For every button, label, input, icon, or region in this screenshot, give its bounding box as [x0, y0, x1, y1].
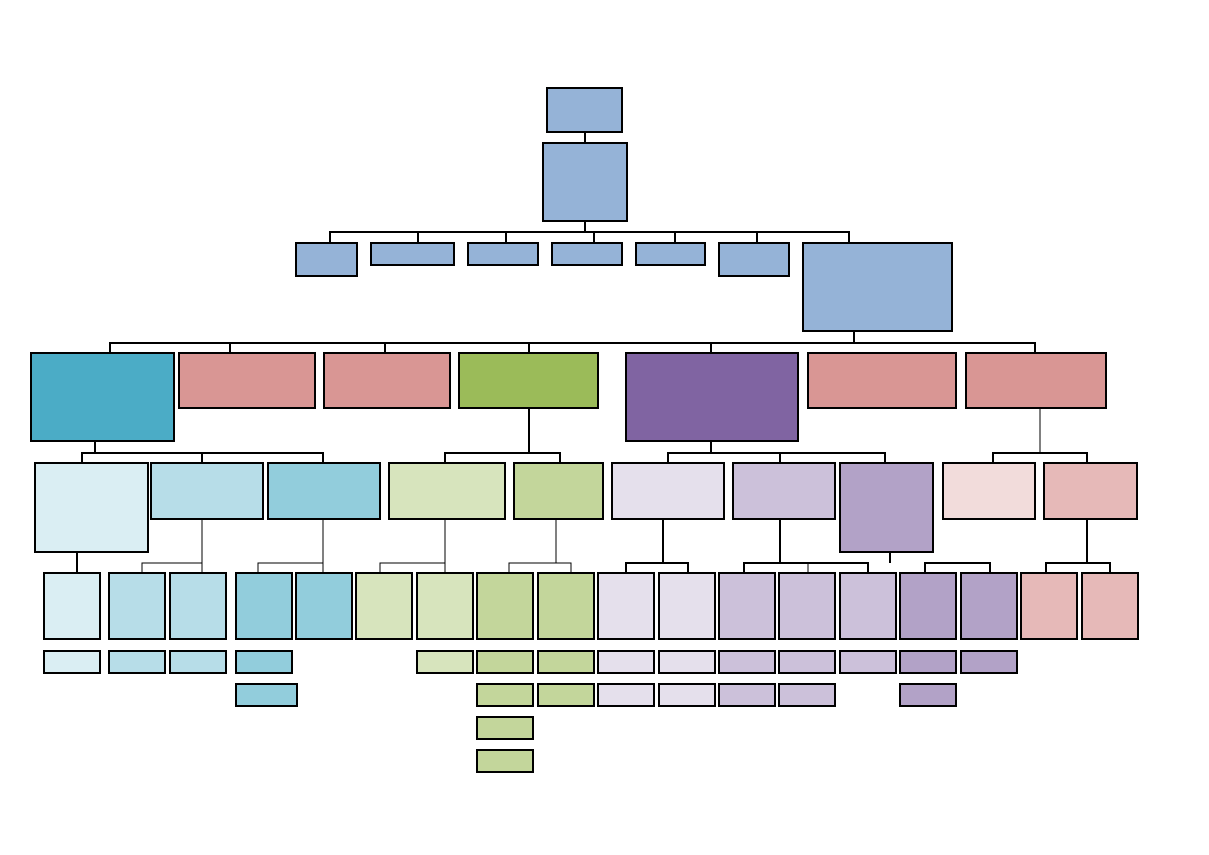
subdept-teal-box	[150, 462, 264, 520]
unit-box	[537, 683, 595, 707]
unit-box	[416, 650, 474, 674]
unit-box	[839, 650, 897, 674]
ceo-box	[546, 87, 623, 133]
connector-rose-bus	[992, 452, 1088, 463]
subdept-purple-box	[611, 462, 725, 520]
deputy-box	[542, 142, 628, 222]
team-box	[658, 572, 716, 640]
team-box	[169, 572, 227, 640]
team-box	[899, 572, 957, 640]
connector-l5-teal3-bus	[257, 562, 324, 573]
subdept-teal-box	[34, 462, 149, 553]
subdept-green-box	[388, 462, 506, 520]
team-box	[1081, 572, 1139, 640]
org-chart-connectors	[76, 132, 1111, 573]
staff-box	[551, 242, 623, 266]
department-green-box	[458, 352, 599, 409]
team-box	[108, 572, 166, 640]
unit-box	[778, 650, 836, 674]
staff-box	[467, 242, 539, 266]
department-rose-box	[807, 352, 957, 409]
staff-box	[370, 242, 455, 266]
department-rose-box	[965, 352, 1107, 409]
team-box	[43, 572, 101, 640]
unit-box	[476, 749, 534, 773]
team-box	[355, 572, 413, 640]
connector-purple-bus	[667, 452, 886, 463]
unit-box	[658, 683, 716, 707]
staff-box	[718, 242, 790, 277]
department-purple-box	[625, 352, 799, 442]
team-box	[839, 572, 897, 640]
unit-box	[658, 650, 716, 674]
team-box	[718, 572, 776, 640]
team-box	[476, 572, 534, 640]
unit-box	[235, 650, 293, 674]
unit-box	[108, 650, 166, 674]
unit-box	[537, 650, 595, 674]
director-box	[802, 242, 953, 332]
subdept-purple-box	[732, 462, 836, 520]
staff-box	[635, 242, 706, 266]
unit-box	[476, 650, 534, 674]
department-rose-box	[323, 352, 451, 409]
department-rose-box	[178, 352, 316, 409]
connector-l5-purple2-bus	[743, 562, 869, 573]
unit-box	[899, 650, 957, 674]
subdept-rose-box	[942, 462, 1036, 520]
team-box	[1020, 572, 1078, 640]
subdept-purple-box	[839, 462, 934, 553]
connector-l5-purple1-bus	[625, 562, 689, 573]
unit-box	[235, 683, 298, 707]
unit-box	[43, 650, 101, 674]
department-teal-box	[30, 352, 175, 442]
team-box	[295, 572, 353, 640]
unit-box	[778, 683, 836, 707]
unit-box	[476, 683, 534, 707]
unit-box	[169, 650, 227, 674]
unit-box	[718, 650, 776, 674]
team-box	[235, 572, 293, 640]
unit-box	[899, 683, 957, 707]
connector-dept-bus	[109, 342, 1036, 353]
team-box	[537, 572, 595, 640]
team-box	[597, 572, 655, 640]
connector-l5-green1-bus	[379, 562, 446, 573]
connector-l5-rose-bus	[1045, 562, 1111, 573]
subdept-teal-box	[267, 462, 381, 520]
connector-l5-purple3-bus	[924, 562, 991, 573]
team-box	[778, 572, 836, 640]
subdept-rose-box	[1043, 462, 1138, 520]
connector-staff-bus	[329, 231, 850, 243]
connector-green-bus	[444, 452, 561, 463]
unit-box	[476, 716, 534, 740]
connector-l5-green2-bus	[508, 562, 572, 573]
team-box	[960, 572, 1018, 640]
staff-box	[295, 242, 358, 277]
unit-box	[960, 650, 1018, 674]
org-chart-boxes	[30, 87, 1139, 773]
unit-box	[718, 683, 776, 707]
connector-l5-teal2-bus	[141, 562, 203, 573]
team-box	[416, 572, 474, 640]
unit-box	[597, 650, 655, 674]
subdept-green-box	[513, 462, 604, 520]
unit-box	[597, 683, 655, 707]
